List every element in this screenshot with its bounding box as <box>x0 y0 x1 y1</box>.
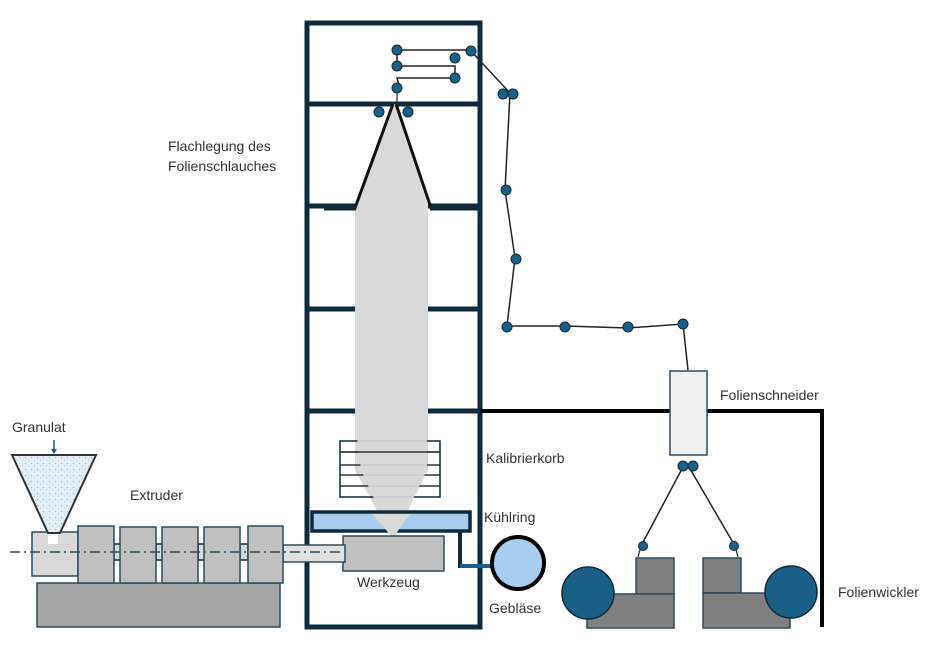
roller-icon <box>449 52 461 64</box>
heater-band-1 <box>77 525 115 584</box>
label-flachlegung-2: Folienschlauches <box>168 158 276 174</box>
roller-icon <box>501 321 513 333</box>
film-cutter <box>669 370 708 456</box>
label-extruder: Extruder <box>130 487 183 503</box>
extruder <box>10 525 346 628</box>
hopper <box>10 440 98 534</box>
roller-icon <box>677 318 689 330</box>
film-path <box>395 49 739 558</box>
film-roll-icon <box>561 566 615 620</box>
winder-left <box>561 557 675 629</box>
roller-icon <box>638 541 648 551</box>
film-roll-icon <box>764 565 818 619</box>
roller-icon <box>465 45 477 57</box>
heater-band-5 <box>247 525 284 584</box>
heater-band-2 <box>119 526 157 584</box>
winder-right <box>702 557 818 629</box>
label-flachlegung-1: Flachlegung des <box>168 138 271 154</box>
extruder-base <box>36 582 281 628</box>
roller-icon <box>391 44 403 56</box>
nip-roller-right-icon <box>402 106 414 118</box>
roller-icon <box>622 321 634 333</box>
cooling-ring <box>310 510 498 568</box>
heater-band-3 <box>161 526 199 584</box>
calibration-basket <box>339 430 441 540</box>
roller-icon <box>497 88 509 100</box>
roller-icon <box>729 541 739 551</box>
label-kuehlring: Kühlring <box>484 509 535 525</box>
label-folienschneider: Folienschneider <box>720 387 819 403</box>
roller-icon <box>500 184 512 196</box>
label-folienwickler: Folienwickler <box>838 584 919 600</box>
label-geblaese: Gebläse <box>489 600 541 616</box>
roller-icon <box>507 88 519 100</box>
roller-icon <box>677 460 689 472</box>
guide-rollers <box>373 44 739 551</box>
label-granulat: Granulat <box>12 419 66 435</box>
roller-icon <box>391 82 403 94</box>
label-kalibrierkorb: Kalibrierkorb <box>486 450 565 466</box>
winder-frame <box>480 409 824 627</box>
roller-icon <box>449 72 461 84</box>
roller-icon <box>687 460 699 472</box>
blower-fan-icon <box>490 535 546 591</box>
adapter-pipe <box>282 544 346 563</box>
heater-band-4 <box>203 526 241 584</box>
roller-icon <box>510 253 522 265</box>
roller-icon <box>391 60 403 72</box>
nip-roller-left-icon <box>373 106 385 118</box>
label-werkzeug: Werkzeug <box>357 574 420 590</box>
die-block <box>342 535 445 572</box>
roller-icon <box>559 321 571 333</box>
